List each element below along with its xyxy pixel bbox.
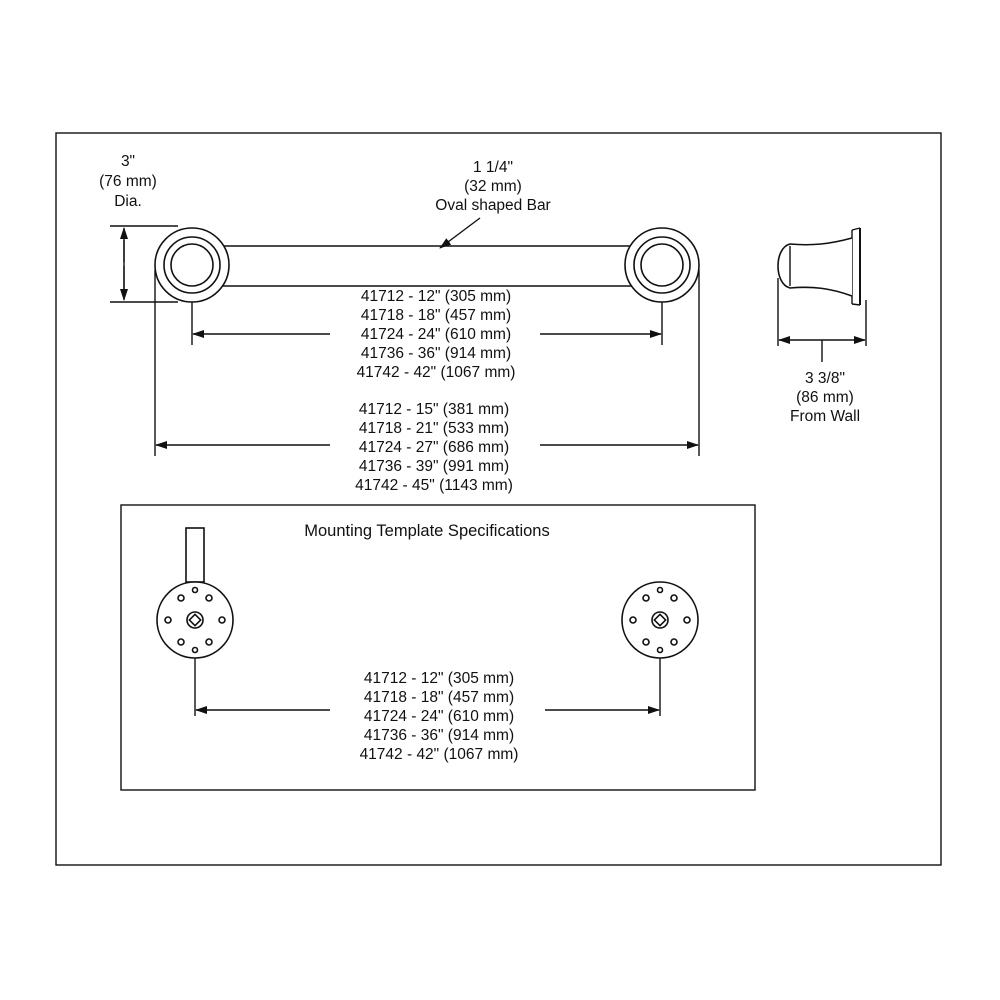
template-length-5: 41742 - 42" (1067 mm) — [360, 746, 519, 763]
bar-dia-line1: 1 1/4" — [473, 159, 513, 176]
overall-length-2: 41718 - 21" (533 mm) — [359, 420, 509, 437]
center-length-4: 41736 - 36" (914 mm) — [361, 345, 511, 362]
projection-dimension: 3 3/8" (86 mm) From Wall — [777, 278, 867, 425]
grab-bar-side-view — [777, 227, 861, 306]
mounting-template-title: Mounting Template Specifications — [304, 522, 550, 540]
center-length-5: 41742 - 42" (1067 mm) — [357, 364, 516, 381]
projection-line1: 3 3/8" — [805, 370, 845, 387]
mounting-template-frame — [120, 504, 756, 791]
bar-dia-line2: (32 mm) — [464, 178, 522, 195]
flange-dia-line2: (76 mm) — [99, 173, 157, 190]
bar-diameter-callout: 1 1/4" (32 mm) Oval shaped Bar — [435, 159, 551, 249]
overall-length-dimension: 41712 - 15" (381 mm) 41718 - 21" (533 mm… — [154, 270, 700, 494]
oval-bar — [204, 245, 668, 287]
flange-dia-line1: 3" — [121, 153, 135, 170]
mounting-template-panel: Mounting Template Specifications — [120, 504, 756, 791]
flange-dia-line3: Dia. — [114, 193, 142, 210]
template-length-1: 41712 - 12" (305 mm) — [364, 670, 514, 687]
overall-length-3: 41724 - 27" (686 mm) — [359, 439, 509, 456]
template-length-4: 41736 - 36" (914 mm) — [364, 727, 514, 744]
bar-dia-line3: Oval shaped Bar — [435, 197, 550, 214]
projection-line3: From Wall — [790, 408, 860, 425]
right-flange — [624, 227, 700, 303]
template-length-3: 41724 - 24" (610 mm) — [364, 708, 514, 725]
overall-length-4: 41736 - 39" (991 mm) — [359, 458, 509, 475]
center-length-2: 41718 - 18" (457 mm) — [361, 307, 511, 324]
left-flange — [154, 227, 230, 303]
template-length-2: 41718 - 18" (457 mm) — [364, 689, 514, 706]
grab-bar-front-view — [154, 227, 700, 303]
center-length-dimension: 41712 - 12" (305 mm) 41718 - 18" (457 mm… — [191, 288, 663, 381]
projection-line2: (86 mm) — [796, 389, 854, 406]
overall-length-5: 41742 - 45" (1143 mm) — [355, 477, 513, 494]
right-mounting-plate — [621, 581, 699, 659]
flange-diameter-dimension: 3" (76 mm) Dia. — [99, 153, 178, 303]
center-length-3: 41724 - 24" (610 mm) — [361, 326, 511, 343]
overall-length-1: 41712 - 15" (381 mm) — [359, 401, 509, 418]
bar-callout-arrow — [439, 217, 481, 249]
center-length-1: 41712 - 12" (305 mm) — [361, 288, 511, 305]
left-mounting-plate — [156, 581, 234, 659]
template-post — [185, 527, 205, 583]
outer-frame — [55, 132, 942, 866]
